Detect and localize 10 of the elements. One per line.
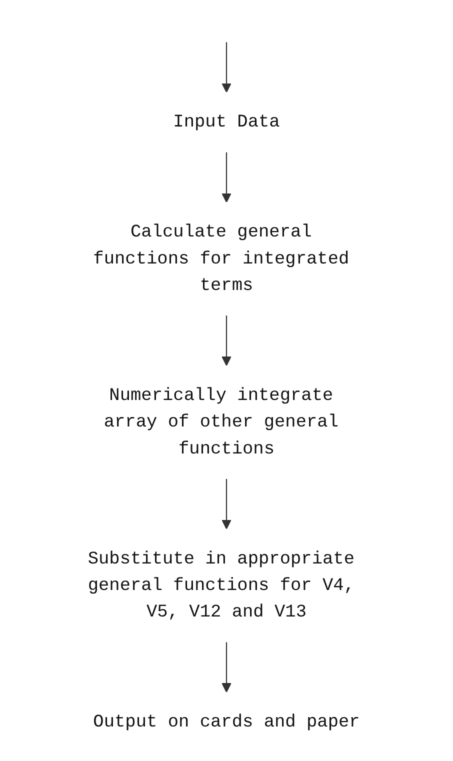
arrow [222,478,232,530]
node-text: Calculate general functions for integrated terms [93,222,350,296]
arrow [222,152,232,203]
node-text: Substitute in appropriate general functions for V4, V5, V12 and V13 [88,548,354,622]
arrow [222,642,232,693]
arrow [222,42,232,93]
arrow [222,316,232,366]
node-text: Output on cards and paper [93,712,360,732]
node-text: Input Data [173,112,280,132]
node-text: Numerically integrate array of other general functions [104,386,338,459]
